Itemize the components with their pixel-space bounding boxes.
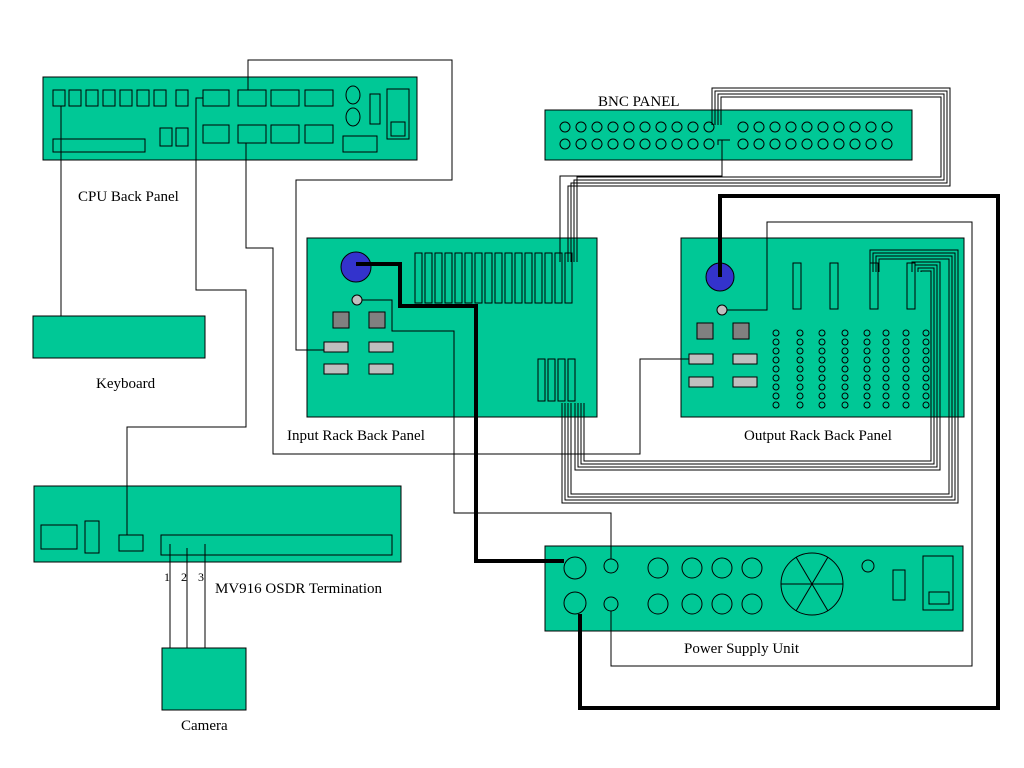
camera-box <box>161 647 247 711</box>
input-rack-label: Input Rack Back Panel <box>287 428 425 444</box>
psu-label: Power Supply Unit <box>684 641 800 657</box>
camera-label: Camera <box>181 718 228 734</box>
keyboard-box <box>32 315 206 359</box>
input-rack-blue-connector <box>340 251 372 283</box>
cpu-back-panel-label: CPU Back Panel <box>78 189 179 205</box>
thin-wires <box>60 59 973 667</box>
pin-3-label: 3 <box>198 570 204 584</box>
bnc-panel-label: BNC PANEL <box>598 94 680 110</box>
cpu-back-panel <box>42 76 418 161</box>
keyboard-label: Keyboard <box>96 376 156 392</box>
power-wires <box>356 194 1000 710</box>
cable-bundles <box>559 87 959 504</box>
output-rack-label: Output Rack Back Panel <box>744 428 892 444</box>
pin-1-label: 1 <box>164 570 170 584</box>
osdr-label: MV916 OSDR Termination <box>215 581 383 597</box>
pin-2-label: 2 <box>181 570 187 584</box>
osdr-termination <box>33 485 402 563</box>
output-rack-panel <box>680 237 965 418</box>
bnc-panel <box>544 109 913 161</box>
input-rack-panel <box>306 237 598 418</box>
power-supply-unit <box>544 545 964 632</box>
